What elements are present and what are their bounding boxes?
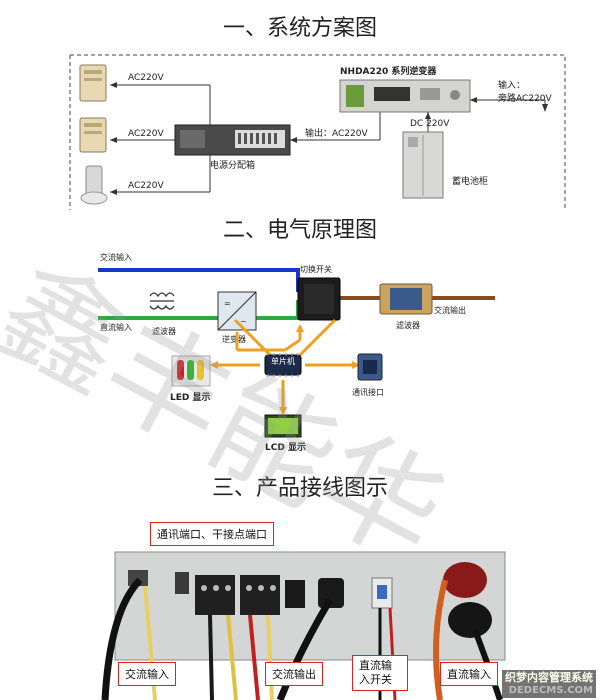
ac-label-2: AC220V	[128, 129, 164, 139]
callout-ac-in: 交流输入	[118, 662, 176, 686]
led-label: LED 显示	[170, 392, 211, 403]
dc-label: DC 220V	[410, 119, 450, 129]
filter2-label: 滤波器	[396, 320, 420, 330]
inverter-label: 逆变器	[222, 334, 246, 344]
svg-text:=: =	[224, 299, 231, 308]
footer-cn: 织梦内容管理系统	[505, 671, 593, 684]
comm-port-label: 通讯接口	[352, 387, 384, 397]
section-title-wiring: 三、产品接线图示	[211, 476, 388, 501]
svg-text:~: ~	[240, 317, 247, 326]
wiring-photo	[101, 551, 506, 700]
load-computer-1	[79, 64, 107, 102]
footer-url: DEDECMS.COM	[508, 685, 593, 696]
load-computer-2	[79, 117, 107, 153]
electrical-diagram: 交流输入 直流输入 滤波器 = ~ 逆变器 切换开关 滤波器 交流输出	[98, 252, 495, 453]
callout-ac-out: 交流输出	[265, 662, 323, 686]
inverter-block: = ~	[217, 291, 257, 331]
inverter-model-label: NHDA220 系列逆变器	[340, 65, 437, 77]
filter1-label: 滤波器	[152, 326, 176, 336]
lcd-label: LCD 显示	[265, 442, 306, 453]
lcd-display	[264, 414, 302, 438]
footer-watermark: 织梦内容管理系统 DEDECMS.COM	[502, 670, 596, 698]
section-title-system: 一、系统方案图	[222, 16, 377, 41]
switch-relay	[297, 277, 341, 321]
led-display	[171, 355, 211, 387]
callout-comm-dry: 通讯端口、干接点端口	[150, 522, 274, 546]
callout-dc-switch: 直流输 入开关	[352, 655, 408, 691]
system-diagram: AC220V AC220V AC220V 电源分配箱 输出：AC220V NHD…	[69, 54, 566, 210]
battery-label: 蓄电池柜	[452, 175, 488, 187]
load-device-3	[80, 165, 108, 205]
comm-port	[357, 353, 383, 381]
ac-label-1: AC220V	[128, 73, 164, 83]
distribution-label: 电源分配箱	[210, 159, 255, 171]
distribution-box	[174, 124, 291, 156]
section-title-electrical: 二、电气原理图	[222, 218, 377, 243]
filter2-box	[379, 283, 433, 315]
bypass-label: 旁路AC220V	[498, 92, 552, 104]
mcu-chip	[264, 353, 302, 377]
output-label: 输出：AC220V	[305, 127, 368, 139]
dc-input-label: 直流输入	[100, 322, 132, 332]
switch-label: 切换开关	[300, 264, 332, 274]
ac-label-3: AC220V	[128, 181, 164, 191]
ac-output-label: 交流输出	[434, 305, 466, 315]
filter1-symbol	[149, 292, 175, 310]
control-arrows	[215, 318, 355, 410]
battery-cabinet	[402, 131, 444, 199]
callout-dc-in: 直流输入	[440, 662, 498, 686]
mcu-label: 单片机	[271, 356, 295, 366]
input-label: 输入：	[498, 79, 525, 91]
ac-input-label: 交流输入	[100, 252, 132, 262]
inverter-unit	[339, 79, 471, 113]
